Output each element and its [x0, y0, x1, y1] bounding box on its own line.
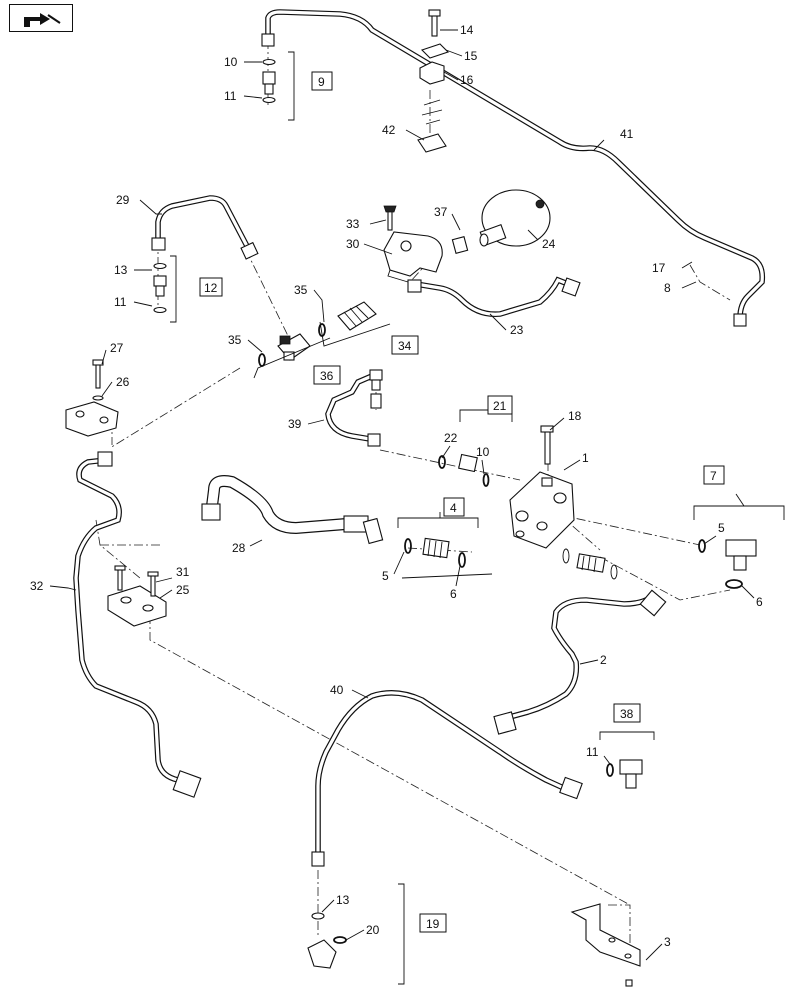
svg-text:21: 21 [493, 399, 507, 413]
callout-10a: 10 [224, 55, 238, 69]
callout-33: 33 [346, 217, 360, 231]
fitting-group-19[interactable] [307, 912, 347, 969]
callout-11a: 11 [224, 89, 237, 103]
nut-37[interactable] [451, 236, 469, 254]
box-38[interactable]: 38 [613, 703, 641, 723]
hose-28[interactable] [201, 475, 384, 545]
callout-6a: 6 [450, 587, 457, 601]
valve-block-1[interactable] [509, 471, 575, 549]
callout-20: 20 [366, 923, 380, 937]
callout-30: 30 [346, 237, 360, 251]
callout-5b: 5 [718, 521, 725, 535]
callout-40: 40 [330, 683, 344, 697]
svg-text:7: 7 [710, 469, 717, 483]
callout-15: 15 [464, 49, 478, 63]
svg-text:38: 38 [620, 707, 634, 721]
callout-14: 14 [460, 23, 474, 37]
svg-text:9: 9 [318, 75, 325, 89]
callout-8: 8 [664, 281, 671, 295]
clamp-assembly-14-16[interactable] [417, 9, 450, 153]
callout-37: 37 [434, 205, 448, 219]
callout-13b: 13 [336, 893, 350, 907]
fitting-group-7[interactable] [698, 539, 757, 589]
pipe-23[interactable] [407, 276, 581, 318]
fitting-group-9[interactable] [262, 58, 276, 104]
callout-25: 25 [176, 583, 190, 597]
callout-22: 22 [444, 431, 458, 445]
callout-41: 41 [620, 127, 634, 141]
fitting-group-38[interactable] [606, 759, 643, 789]
fitting-group-21[interactable] [438, 453, 490, 487]
fitting-group-4[interactable] [404, 537, 466, 568]
callout-24: 24 [542, 237, 556, 251]
callout-42: 42 [382, 123, 396, 137]
callout-31: 31 [176, 565, 190, 579]
pipe-2[interactable] [493, 589, 667, 735]
pipe-40[interactable] [311, 690, 583, 867]
group-brackets [170, 51, 785, 985]
pipe-32[interactable] [73, 451, 202, 798]
callout-11b: 11 [114, 295, 127, 309]
callout-26: 26 [116, 375, 130, 389]
accumulator-24[interactable] [479, 189, 551, 247]
box-19[interactable]: 19 [419, 913, 447, 933]
callout-23: 23 [510, 323, 524, 337]
bolts-31[interactable] [114, 565, 159, 597]
callout-32: 32 [30, 579, 44, 593]
svg-text:19: 19 [426, 917, 440, 931]
callout-1: 1 [582, 451, 589, 465]
group-number-boxes: 9 12 34 36 21 7 4 38 [199, 71, 725, 933]
svg-text:4: 4 [450, 501, 457, 515]
svg-text:34: 34 [398, 339, 412, 353]
callout-10b: 10 [476, 445, 490, 459]
callout-5a: 5 [382, 569, 389, 583]
spring-plug[interactable] [562, 548, 618, 580]
return-arrow-icon [24, 13, 61, 27]
box-7[interactable]: 7 [703, 465, 725, 485]
leader-lines [49, 29, 755, 961]
callout-27: 27 [110, 341, 124, 355]
clamp-half[interactable] [65, 401, 119, 437]
fitting-group-34[interactable] [318, 301, 377, 337]
svg-text:12: 12 [204, 281, 218, 295]
callout-39: 39 [288, 417, 302, 431]
callout-3: 3 [664, 935, 671, 949]
callout-16: 16 [460, 73, 474, 87]
box-21[interactable]: 21 [487, 395, 513, 415]
callout-29: 29 [116, 193, 130, 207]
callout-18: 18 [568, 409, 582, 423]
washer-26[interactable] [92, 395, 104, 401]
bolt-18[interactable] [540, 425, 554, 465]
clamp-25[interactable] [107, 585, 167, 627]
svg-text:36: 36 [320, 369, 334, 383]
pipe-41[interactable] [261, 9, 766, 327]
bolt-27[interactable] [92, 359, 104, 389]
callout-6b: 6 [756, 595, 763, 609]
callout-35b: 35 [228, 333, 242, 347]
box-34[interactable]: 34 [391, 335, 419, 355]
callout-13a: 13 [114, 263, 128, 277]
bolt-33[interactable] [383, 205, 397, 231]
box-9[interactable]: 9 [311, 71, 333, 91]
callout-35a: 35 [294, 283, 308, 297]
box-4[interactable]: 4 [443, 497, 465, 517]
pipe-29[interactable] [151, 195, 259, 260]
pipe-39[interactable] [325, 369, 383, 447]
callout-labels: 14 15 16 10 11 42 41 29 33 37 30 24 13 1… [30, 23, 763, 949]
callout-17: 17 [652, 261, 666, 275]
box-12[interactable]: 12 [199, 277, 223, 297]
callout-11c: 11 [586, 745, 599, 759]
callout-28: 28 [232, 541, 246, 555]
box-36[interactable]: 36 [313, 365, 341, 385]
fitting-group-12[interactable] [153, 262, 167, 314]
bracket-3[interactable] [570, 903, 641, 987]
nav-return-button[interactable] [9, 4, 73, 32]
bracket-30[interactable] [383, 231, 443, 283]
callout-2: 2 [600, 653, 607, 667]
